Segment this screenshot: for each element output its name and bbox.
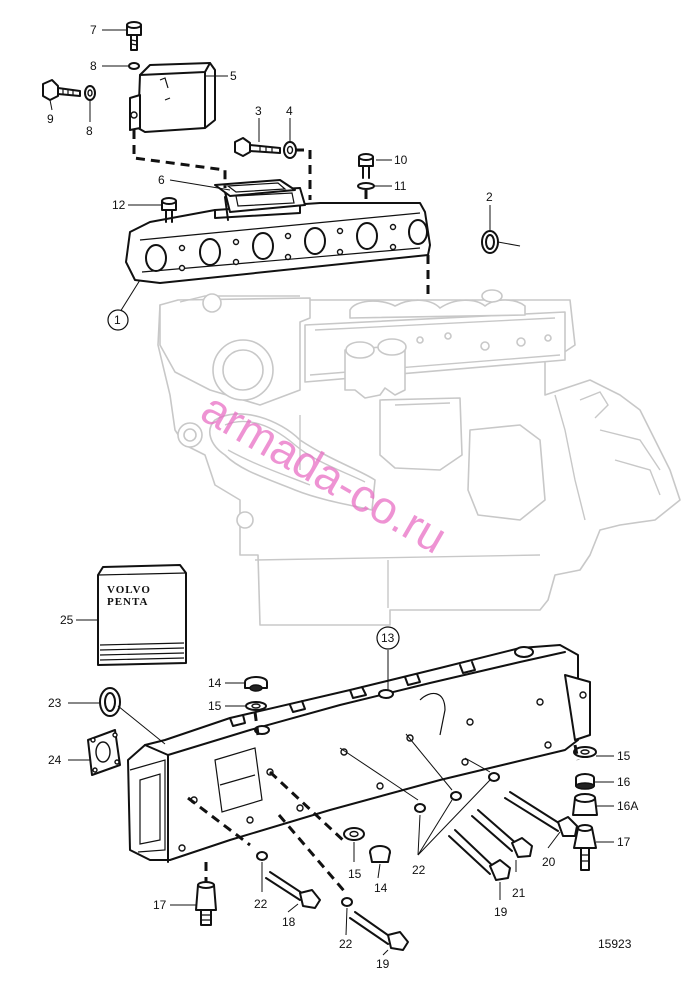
bolt-3	[234, 137, 281, 157]
washer-15-top	[245, 701, 267, 711]
assembly-lines-upper	[132, 130, 430, 300]
gasket-ring-2	[481, 230, 499, 254]
adapter-16A	[572, 793, 598, 816]
part-labels: 7 8 5 9 8 3 4 6 10 11 12 2 1 25 13 14 15…	[47, 23, 638, 971]
label-1-circle	[107, 309, 129, 331]
exhaust-elbow-5	[129, 62, 216, 133]
label-7: 7	[90, 23, 97, 37]
label-13: 13	[381, 631, 395, 645]
bolt-21	[471, 809, 533, 858]
label-15-right: 15	[617, 749, 631, 763]
label-8-side: 8	[86, 124, 93, 138]
label-8-top: 8	[90, 59, 97, 73]
washer-22-c	[414, 772, 500, 813]
bolt-18	[265, 871, 321, 909]
leader-lines	[49, 29, 614, 956]
gasket-plate-24	[87, 729, 121, 776]
bolt-19-middle	[448, 829, 511, 881]
label-23: 23	[48, 696, 62, 710]
label-3: 3	[255, 104, 262, 118]
label-22-left: 22	[254, 897, 268, 911]
label-5: 5	[230, 69, 237, 83]
label-19-lower: 19	[376, 957, 390, 971]
washer-4	[283, 141, 297, 159]
assembly-lines-thin	[117, 705, 491, 801]
bolt-9	[42, 79, 81, 101]
assembly-lines-lower	[187, 711, 580, 893]
washer-22-b	[341, 897, 353, 907]
drawing-number: 15923	[598, 937, 632, 951]
gasket-6	[214, 179, 296, 197]
label-21: 21	[512, 886, 526, 900]
label-6: 6	[158, 173, 165, 187]
label-4: 4	[286, 104, 293, 118]
label-14-lower: 14	[374, 881, 388, 895]
label-13-circle	[376, 626, 400, 650]
fitting-17-left	[195, 881, 217, 926]
bolt-12	[161, 197, 177, 223]
gasket-set-package-25: VOLVO PENTA	[97, 564, 187, 666]
label-16: 16	[617, 775, 631, 789]
bolt-7	[126, 21, 142, 51]
label-22-right: 22	[412, 863, 426, 877]
nut-16	[575, 773, 595, 790]
exhaust-manifold-upper	[125, 187, 431, 284]
label-20: 20	[542, 855, 556, 869]
washer-8-top	[128, 62, 140, 70]
label-18: 18	[282, 915, 296, 929]
label-17-right: 17	[617, 835, 631, 849]
label-2: 2	[486, 190, 493, 204]
label-25: 25	[60, 613, 74, 627]
washer-15-right	[573, 746, 597, 758]
label-16A: 16A	[617, 799, 638, 813]
bolt-19-lower	[349, 911, 409, 951]
label-9: 9	[47, 112, 54, 126]
label-11: 11	[394, 179, 407, 193]
label-24: 24	[48, 753, 62, 767]
label-1: 1	[114, 313, 121, 327]
label-10: 10	[394, 153, 408, 167]
bolt-20	[504, 791, 578, 837]
label-17-left: 17	[153, 898, 167, 912]
label-15-lower: 15	[348, 867, 362, 881]
label-15-top: 15	[208, 699, 222, 713]
package-brand-line1: VOLVO	[107, 584, 151, 596]
package-brand-line2: PENTA	[107, 596, 148, 608]
label-22-lower: 22	[339, 937, 353, 951]
washer-11	[357, 182, 375, 190]
washer-22-a	[256, 851, 268, 861]
washer-8-side	[84, 85, 96, 101]
label-19-middle: 19	[494, 905, 508, 919]
bolt-10	[358, 153, 374, 179]
exhaust-manifold-lower	[127, 644, 591, 863]
label-14-top: 14	[208, 676, 222, 690]
washer-15-lower	[343, 827, 365, 841]
plug-14-top	[244, 676, 268, 692]
engine-block	[157, 289, 681, 626]
gasket-ring-23	[99, 687, 121, 717]
label-12: 12	[112, 198, 126, 212]
fitting-17-right	[573, 824, 597, 871]
plug-14-lower	[369, 845, 391, 863]
